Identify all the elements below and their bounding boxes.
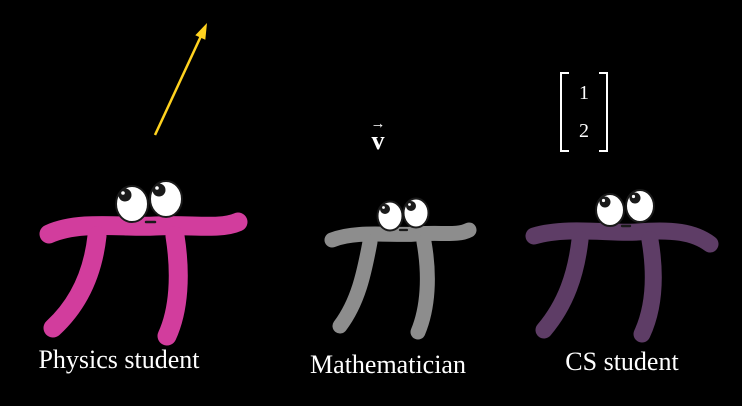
vector-arrow-shaft	[153, 35, 203, 136]
pupil	[152, 183, 166, 197]
vector-letter: v	[371, 126, 385, 156]
eye-glint	[382, 206, 385, 209]
matrix-entry: 2	[579, 119, 589, 142]
eye-glint	[408, 203, 411, 206]
eye-glint	[155, 186, 159, 190]
vector-arrow-icon	[153, 23, 207, 136]
pi-right-leg	[633, 231, 662, 343]
eye	[595, 193, 625, 227]
physics-student-label: Physics student	[38, 345, 200, 374]
vector-arrow-head	[195, 23, 207, 40]
pi-left-leg	[332, 234, 378, 334]
pi-top-bar	[324, 222, 477, 248]
pupil	[599, 196, 611, 208]
pi-creature-physics	[39, 180, 248, 346]
pi-top-bar	[525, 222, 719, 253]
pi-left-leg	[43, 226, 107, 338]
pi-top-bar	[39, 212, 248, 244]
pi-left-leg	[535, 231, 589, 339]
matrix-bracket-right	[599, 72, 608, 152]
pi-creature-cs	[525, 189, 719, 343]
arrow-over-icon: →	[370, 116, 386, 132]
pupil	[629, 192, 641, 204]
pi-creature-mathematician	[324, 197, 477, 340]
matrix-entry: 1	[579, 81, 589, 104]
vector-v-symbol: → v	[358, 116, 398, 156]
column-vector-matrix: 1 2	[560, 72, 608, 152]
pupil	[406, 201, 416, 211]
pi-right-leg	[157, 226, 188, 346]
pupil	[118, 188, 132, 202]
matrix-bracket-left	[560, 72, 569, 152]
eye-glint	[121, 191, 125, 195]
eye	[625, 189, 655, 223]
pupil	[380, 204, 390, 214]
eye-glint	[631, 194, 636, 199]
matrix-entries: 1 2	[569, 72, 599, 152]
pi-right-leg	[410, 234, 435, 340]
mathematician-label: Mathematician	[310, 350, 466, 379]
cs-student-label: CS student	[565, 347, 679, 376]
eye-glint	[601, 198, 606, 203]
